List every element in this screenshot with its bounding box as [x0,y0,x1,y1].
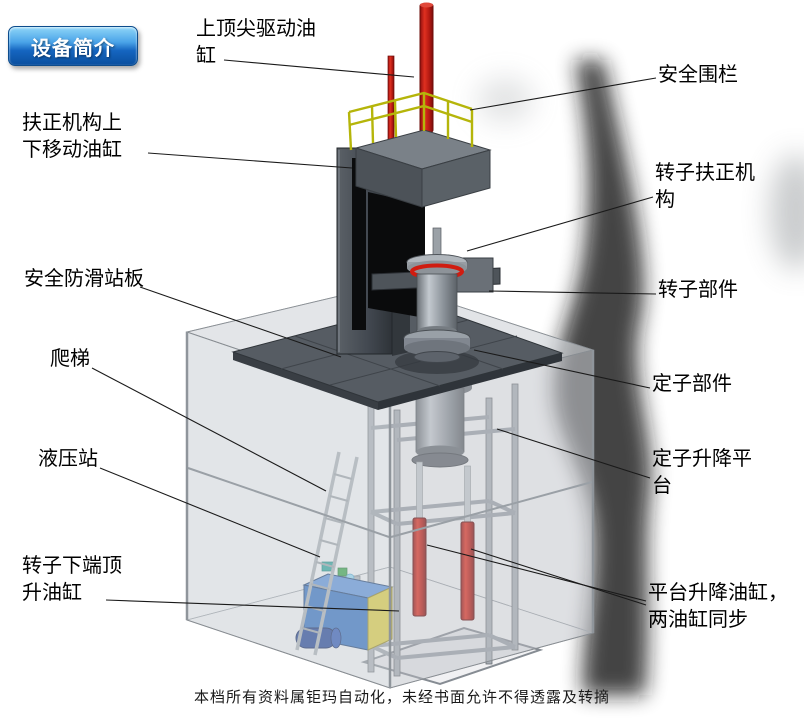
title-badge: 设备简介 [8,26,138,66]
label-centering-move-cylinder: 扶正机构上 下移动油缸 [22,112,122,161]
label-stator-lift-platform: 定子升降平 台 [652,448,752,497]
access-ladder [295,451,359,656]
label-hydraulic-station: 液压站 [38,448,98,470]
label-top-spindle-cylinder: 上顶尖驱动油 缸 [196,18,316,67]
label-stator-part: 定子部件 [652,373,732,395]
rotor-assembly [371,227,501,363]
label-rotor-bottom-jack: 转子下端顶 升油缸 [22,555,122,604]
footer-disclaimer: 本档所有资料属钜玛自动化，未经书面允许不得透露及转摘 [193,689,610,706]
label-ladder: 爬梯 [50,348,90,370]
leader-lines [91,59,657,612]
label-anti-slip-platform: 安全防滑站板 [24,268,144,290]
label-rotor-centering-mech: 转子扶正机 构 [655,162,755,211]
label-safety-fence: 安全围栏 [658,64,738,86]
lift-cylinders [412,461,475,621]
label-platform-lift-cylinder: 平台升降油缸， 两油缸同步 [648,582,788,631]
label-rotor-part: 转子部件 [658,279,738,301]
safety-fence-railing [347,91,474,151]
hydraulic-station [295,561,394,651]
title-badge-label: 设备简介 [31,37,115,60]
